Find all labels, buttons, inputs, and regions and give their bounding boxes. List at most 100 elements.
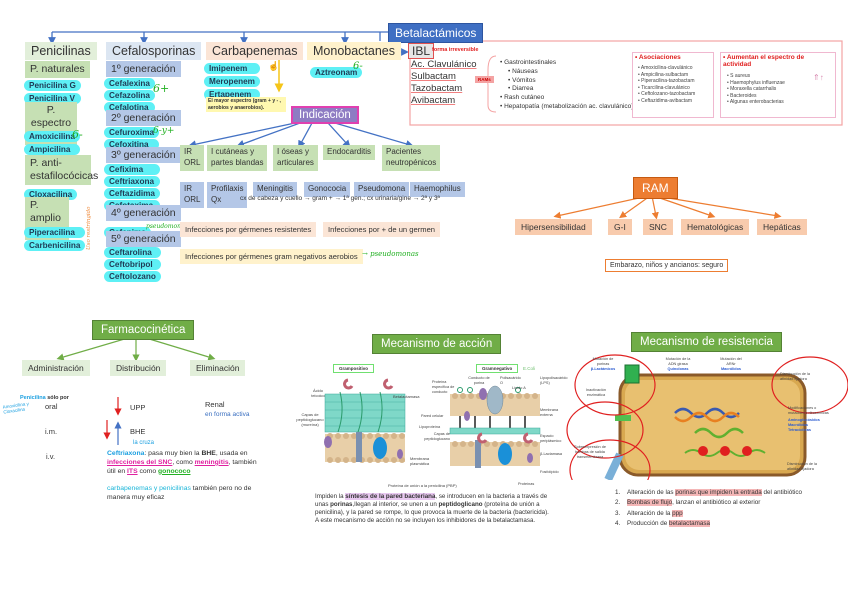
diagram-label: Membrana plasmática <box>410 456 430 467</box>
drug-pill: Cloxacilina <box>24 189 78 200</box>
gen5-list: Ceftarolina Ceftobripol Ceftolozano <box>104 247 161 282</box>
drug-pill: Cefalexina <box>104 78 155 89</box>
espectro-box: • Aumentan el espectro de actividad • S … <box>720 52 836 118</box>
diagram-label: Proteínas <box>518 482 535 486</box>
mecanismo-accion-text: Impiden la síntesis de la pared bacteria… <box>315 493 549 525</box>
p-anti-estafilococicas-label: P. anti-estafilocócicas <box>25 155 98 186</box>
p-naturales-list: Penicilina G Penicilina V <box>24 80 81 104</box>
carbapenemas-note: El mayor espectro (gram + y - , aerobios… <box>206 97 286 112</box>
ibl-list: Ac. Clavulánico Sulbactam Tazobactam Avi… <box>411 59 476 106</box>
diagram-label: Modificaciones o mutaciones ribosómicas <box>788 406 829 415</box>
up-arrows-icon: ⇑↑ <box>813 73 824 82</box>
gen4-label: 4º generación <box>106 205 181 221</box>
drug-pill: Amoxicilina <box>24 131 80 142</box>
espectro-item: • Haemophylus influenzae <box>727 79 785 86</box>
indicacion-item: I cutáneas y partes blandas <box>207 145 268 171</box>
ibl-rams-list: • Gastrointestinales • Náuseas • Vómitos… <box>500 59 633 112</box>
indicacion-item: Endocarditis <box>323 145 376 160</box>
porin-channel <box>486 385 504 415</box>
mecanismo-resistencia-header: Mecanismo de resistencia <box>631 332 782 352</box>
diagram-label: Membrana externa <box>540 408 559 417</box>
carbapenemas-header: Carbapenemas <box>206 42 304 60</box>
diagram-label: Conducto de porina <box>468 376 490 385</box>
diagram-label: Betalactamasa <box>393 394 420 399</box>
uso-restringido-note: Uso restringido <box>86 206 92 250</box>
ibl-drug: Ac. Clavulánico <box>411 59 477 70</box>
ibl-drug: Tazobactam <box>411 83 463 94</box>
gramnegativo-label: Gramnegativo <box>476 364 519 373</box>
drug-pill: Ceftriaxona <box>104 176 160 187</box>
espectro-item: • S aureus <box>727 73 751 79</box>
betalactamase-icon <box>383 378 394 390</box>
resistencia-item: 4.Producción de betalactamasa <box>615 520 710 528</box>
handwritten-note: 6- <box>353 61 363 72</box>
resistencia-item: 3.Alteración de la ppp <box>615 509 683 517</box>
diagram-label: Fosfolípido <box>540 470 559 474</box>
embarazo-note: Embarazo, niños y ancianos: seguro <box>605 259 729 272</box>
drug-pill: Cefalotina <box>104 102 155 113</box>
cefalosporinas-header: Cefalosporinas <box>106 42 202 60</box>
handwritten-note: 6+ <box>153 82 170 95</box>
gen3-list: Cefixima Ceftriaxona Ceftazidima Cefotax… <box>104 164 160 211</box>
indicacion-item: IR ORL <box>180 145 205 171</box>
ram-item: • Gastrointestinales <box>500 59 557 66</box>
betalactamase-icon <box>343 378 354 390</box>
diagram-label: Disminución de la afinidad fijadora <box>780 372 810 381</box>
diagram-label: Capas de peptidoglucano (mureína) <box>296 412 324 428</box>
gen2-label: 2º generación <box>106 110 181 126</box>
highlight-circle <box>771 356 848 414</box>
eliminacion-header: Eliminación <box>190 360 246 376</box>
drug-pill: Ceftazidima <box>104 188 160 199</box>
carbapenemas-dist-note: carbapenemas y penicilinas también pero … <box>107 485 252 501</box>
renal-note: en forma activa <box>205 411 250 418</box>
peptidoglycan-layer <box>324 393 406 433</box>
diagram-label: Sobreexpresión de bombas de salida trans… <box>574 445 606 459</box>
indicacion-item: Infecciones por + de un germen <box>323 222 441 237</box>
distribucion-header: Distribución <box>110 360 167 376</box>
ram-item: SNC <box>643 219 673 235</box>
monobactanes-list: Aztreonam <box>310 62 363 80</box>
diagram-label: Capas de peptidoglucano <box>424 432 450 441</box>
gen2-list: Cefuroxima Cefoxitina <box>104 127 160 150</box>
route-iv: i.v. <box>46 452 56 461</box>
diagram-label: Ácido teicoico <box>311 388 325 399</box>
asociacion-item: • Ticarcilina-clavulánico <box>638 84 690 91</box>
cell-wall-illustration <box>324 378 541 468</box>
highlight-circle <box>574 354 656 416</box>
asociaciones-box: • Asociaciones • Amoxicilina-clavulánico… <box>632 52 714 118</box>
indicacion-item: Infecciones por gérmenes gram negativos … <box>180 249 363 264</box>
asociaciones-list: • Amoxicilina-clavulánico • Ampicilina-s… <box>633 62 713 107</box>
ram-item: G-I <box>608 219 632 235</box>
monobactanes-header: Monobactanes <box>307 42 402 60</box>
handwritten-note: → pseudomonas <box>362 250 419 258</box>
espectro-item: • Algunas enterobacterias <box>727 99 784 105</box>
p-naturales-label: P. naturales <box>25 61 90 79</box>
efflux-pump-icon <box>604 452 624 480</box>
diagram-label: Inactivación enzimática <box>585 388 607 397</box>
drug-pill: Cefixima <box>104 164 160 175</box>
drug-pill: Penicilina G <box>24 80 81 91</box>
pump-icon <box>615 415 631 421</box>
espectro-title: • Aumentan el espectro de actividad <box>723 54 805 68</box>
ecoli-label: E.Coli <box>523 366 536 371</box>
betalactamicos-header: Betalactámicos <box>388 23 484 43</box>
route-oral: oral <box>45 402 58 411</box>
diagram-label: Aminoglucósidos Macrólidos Tetraciclinas <box>788 418 820 432</box>
ibl-drug: Avibactam <box>411 95 456 106</box>
highlight-circle <box>569 439 651 480</box>
diagram-label: Proteína específica de conducto <box>432 380 455 394</box>
asociacion-item: • Ceftazidima-avibactam <box>638 97 692 104</box>
drug-pill: Ceftolozano <box>104 271 161 282</box>
pointing-hand-icon: ☝ <box>268 61 280 71</box>
bhe-label: BHE <box>130 427 146 436</box>
drug-pill: Ertapenem <box>204 89 260 100</box>
drug-pill: Ampicilina <box>24 144 80 155</box>
indicacion-item: Profilaxis Qx <box>207 182 248 208</box>
ram-header: RAM <box>633 177 678 199</box>
handwritten-note: 6- <box>72 128 83 141</box>
penicilina-note: Penicilina sólo por <box>20 395 69 401</box>
administracion-header: Administración <box>22 360 90 376</box>
ram-item: • Hepatopatía (metabolización ac. clavul… <box>500 102 634 110</box>
